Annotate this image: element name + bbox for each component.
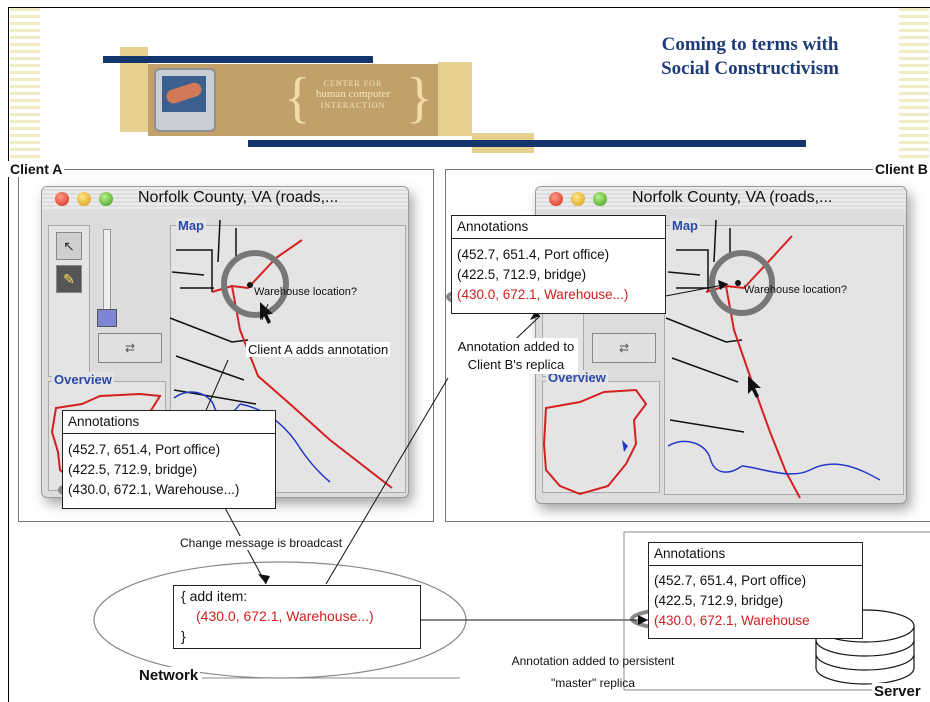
highlighter-tool-icon[interactable]: ✎ bbox=[56, 265, 82, 293]
client-a-overview-label: Overview bbox=[52, 372, 114, 387]
annotation-row[interactable]: (452.7, 651.4, Port office) bbox=[68, 442, 221, 457]
client-a-window-title: Norfolk County, VA (roads,... bbox=[138, 189, 339, 206]
annotations-header: Annotations bbox=[649, 543, 862, 566]
right-brace-icon: } bbox=[406, 67, 433, 129]
header-stripes-left bbox=[10, 8, 40, 160]
header-stripes-right bbox=[899, 8, 929, 160]
client-b-map-note: Warehouse location? bbox=[744, 284, 847, 296]
client-b-label: Client B bbox=[873, 161, 930, 177]
server-annotations-panel: Annotations (452.7, 651.4, Port office) … bbox=[648, 542, 863, 639]
zoom-icon[interactable] bbox=[99, 192, 113, 206]
minimize-icon[interactable] bbox=[77, 192, 91, 206]
broadcast-message-box: { add item: (430.0, 672.1, Warehouse...)… bbox=[173, 585, 421, 649]
annotations-header: Annotations bbox=[63, 411, 275, 434]
persistent-callout: Annotation added to persistent "master" … bbox=[511, 654, 675, 690]
annotation-row[interactable]: (452.7, 651.4, Port office) bbox=[457, 247, 610, 262]
hci-logo: { } CENTER FOR human computer INTERACTIO… bbox=[148, 64, 438, 136]
client-b-overview-panel bbox=[542, 381, 660, 493]
left-brace-icon: { bbox=[284, 67, 311, 129]
arrow-tool-icon[interactable]: ↖ bbox=[56, 232, 82, 260]
navy-bar-bottom bbox=[248, 140, 806, 147]
client-a-map-label: Map bbox=[176, 218, 206, 233]
client-b-map-panel bbox=[664, 225, 904, 495]
minimize-icon[interactable] bbox=[571, 192, 585, 206]
annotation-row-new[interactable]: (430.0, 672.1, Warehouse...) bbox=[654, 613, 811, 628]
tan-bar-right bbox=[438, 62, 472, 136]
close-icon[interactable] bbox=[55, 192, 69, 206]
frame-left bbox=[8, 7, 9, 702]
frame-top bbox=[8, 7, 930, 8]
page-title: Coming to terms with Social Constructivi… bbox=[661, 34, 839, 79]
pan-button[interactable]: ⇄ bbox=[98, 333, 162, 363]
annotation-row-new[interactable]: (430.0, 672.1, Warehouse...) bbox=[68, 482, 240, 497]
client-a-label: Client A bbox=[8, 161, 65, 177]
pan-button[interactable]: ⇄ bbox=[592, 333, 656, 363]
client-a-map-note: Warehouse location? bbox=[254, 286, 357, 298]
annotation-row[interactable]: (422.5, 712.9, bridge) bbox=[654, 593, 784, 608]
close-icon[interactable] bbox=[549, 192, 563, 206]
client-b-replica-callout: Annotation added to Client B's replica bbox=[454, 338, 578, 374]
logo-text: CENTER FOR human computer INTERACTION bbox=[315, 79, 391, 110]
client-a-annotations-panel: Annotations (452.7, 651.4, Port office) … bbox=[62, 410, 276, 509]
client-b-frame bbox=[445, 169, 930, 522]
annotation-row[interactable]: (452.7, 651.4, Port office) bbox=[654, 573, 807, 588]
broadcast-callout: Change message is broadcast bbox=[180, 536, 343, 550]
annotation-row[interactable]: (422.5, 712.9, bridge) bbox=[457, 267, 587, 282]
zoom-slider-thumb[interactable] bbox=[97, 309, 117, 327]
client-b-map-label: Map bbox=[670, 218, 700, 233]
zoom-icon[interactable] bbox=[593, 192, 607, 206]
monitor-icon bbox=[154, 68, 216, 132]
client-b-window-title: Norfolk County, VA (roads,... bbox=[632, 189, 833, 206]
client-b-annotations-panel: Annotations (452.7, 651.4, Port office) … bbox=[451, 215, 666, 314]
annotation-row-new[interactable]: (430.0, 672.1, Warehouse...) bbox=[457, 287, 629, 302]
annotation-row[interactable]: (422.5, 712.9, bridge) bbox=[68, 462, 198, 477]
network-label: Network bbox=[137, 667, 201, 684]
navy-bar-top bbox=[103, 56, 373, 63]
annotations-header: Annotations bbox=[452, 216, 665, 239]
client-a-adds-callout: Client A adds annotation bbox=[246, 342, 391, 357]
client-a-frame bbox=[18, 169, 434, 522]
server-label: Server bbox=[872, 683, 923, 700]
